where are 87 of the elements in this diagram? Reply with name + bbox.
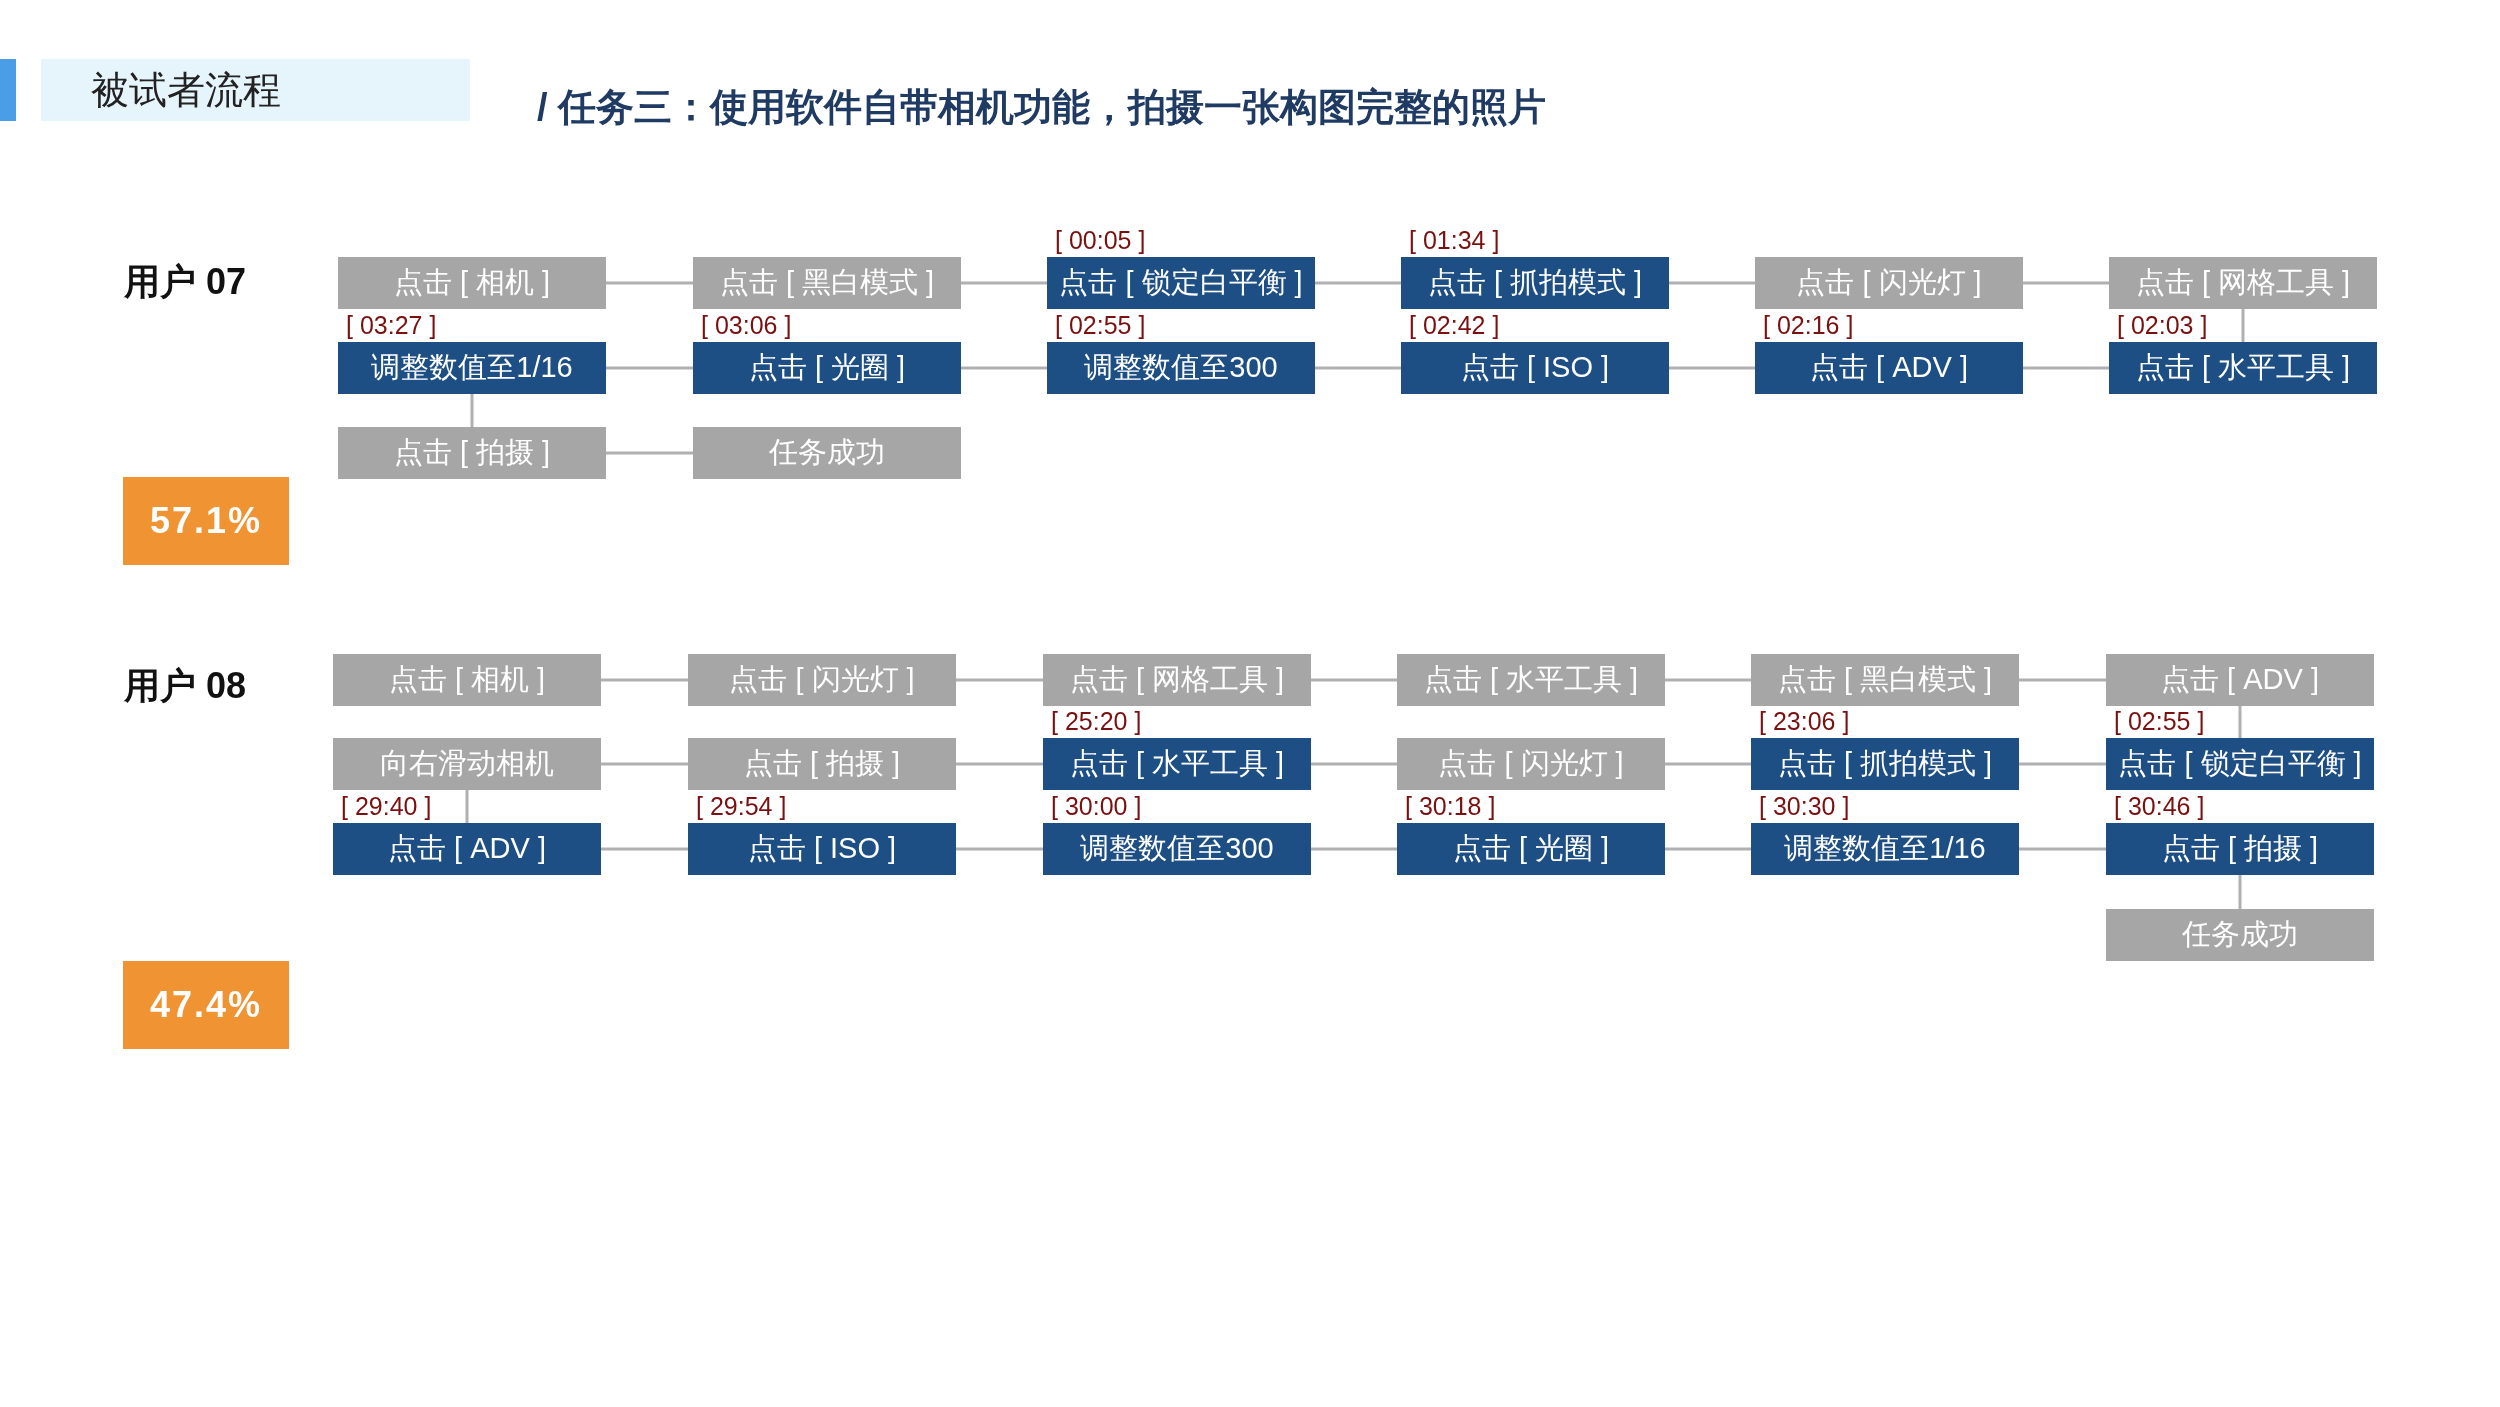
connector-line bbox=[1669, 281, 1755, 285]
step-box: 点击 [ 水平工具 ] bbox=[2109, 342, 2377, 394]
step-box: 点击 [ 抓拍模式 ] bbox=[1751, 738, 2019, 790]
timestamp: [ 23:06 ] bbox=[1759, 707, 1850, 735]
timestamp: [ 02:42 ] bbox=[1409, 311, 1500, 339]
step-box: 调整数值至300 bbox=[1047, 342, 1315, 394]
connector-line bbox=[2019, 847, 2106, 851]
timestamp: [ 30:30 ] bbox=[1759, 792, 1850, 820]
connector-line bbox=[956, 847, 1043, 851]
step-box: 点击 [ 闪光灯 ] bbox=[1397, 738, 1665, 790]
step-box: 任务成功 bbox=[2106, 909, 2374, 961]
connector-line bbox=[1669, 366, 1755, 370]
connector-line bbox=[2238, 706, 2242, 738]
step-box: 点击 [ ADV ] bbox=[1755, 342, 2023, 394]
connector-line bbox=[1665, 678, 1751, 682]
connector-line bbox=[606, 281, 693, 285]
step-box: 点击 [ 相机 ] bbox=[338, 257, 606, 309]
timestamp: [ 29:40 ] bbox=[341, 792, 432, 820]
timestamp: [ 30:18 ] bbox=[1405, 792, 1496, 820]
connector-line bbox=[601, 847, 688, 851]
connector-line bbox=[606, 451, 693, 455]
step-box: 点击 [ ISO ] bbox=[1401, 342, 1669, 394]
connector-line bbox=[601, 762, 688, 766]
step-box: 点击 [ 相机 ] bbox=[333, 654, 601, 706]
connector-line bbox=[2019, 678, 2106, 682]
step-box: 点击 [ 锁定白平衡 ] bbox=[1047, 257, 1315, 309]
step-box: 调整数值至300 bbox=[1043, 823, 1311, 875]
percentage-badge: 47.4% bbox=[123, 961, 289, 1049]
connector-line bbox=[1311, 762, 1397, 766]
timestamp: [ 29:54 ] bbox=[696, 792, 787, 820]
connector-line bbox=[2241, 309, 2245, 342]
connector-line bbox=[2238, 875, 2242, 909]
connector-line bbox=[1311, 847, 1397, 851]
timestamp: [ 25:20 ] bbox=[1051, 707, 1142, 735]
step-box: 点击 [ 水平工具 ] bbox=[1043, 738, 1311, 790]
connector-line bbox=[1315, 281, 1401, 285]
step-box: 点击 [ 网格工具 ] bbox=[1043, 654, 1311, 706]
page-title: / 任务三：使用软件自带相机功能，拍摄一张构图完整的照片 bbox=[537, 85, 1547, 130]
step-box: 点击 [ 黑白模式 ] bbox=[693, 257, 961, 309]
timestamp: [ 03:06 ] bbox=[701, 311, 792, 339]
timestamp: [ 02:03 ] bbox=[2117, 311, 2208, 339]
step-box: 点击 [ 抓拍模式 ] bbox=[1401, 257, 1669, 309]
step-box: 点击 [ 拍摄 ] bbox=[2106, 823, 2374, 875]
connector-line bbox=[465, 790, 469, 823]
step-box: 点击 [ 拍摄 ] bbox=[688, 738, 956, 790]
connector-line bbox=[956, 678, 1043, 682]
connector-line bbox=[2019, 762, 2106, 766]
step-box: 点击 [ 锁定白平衡 ] bbox=[2106, 738, 2374, 790]
connector-line bbox=[2023, 281, 2109, 285]
timestamp: [ 02:16 ] bbox=[1763, 311, 1854, 339]
connector-line bbox=[1665, 847, 1751, 851]
connector-line bbox=[1311, 678, 1397, 682]
step-box: 点击 [ 黑白模式 ] bbox=[1751, 654, 2019, 706]
timestamp: [ 30:00 ] bbox=[1051, 792, 1142, 820]
step-box: 点击 [ 拍摄 ] bbox=[338, 427, 606, 479]
connector-line bbox=[956, 762, 1043, 766]
step-box: 向右滑动相机 bbox=[333, 738, 601, 790]
step-box: 点击 [ ADV ] bbox=[333, 823, 601, 875]
step-box: 点击 [ ADV ] bbox=[2106, 654, 2374, 706]
step-box: 点击 [ 水平工具 ] bbox=[1397, 654, 1665, 706]
connector-line bbox=[961, 281, 1047, 285]
step-box: 点击 [ 网格工具 ] bbox=[2109, 257, 2377, 309]
connector-line bbox=[601, 678, 688, 682]
percentage-badge: 57.1% bbox=[123, 477, 289, 565]
timestamp: [ 03:27 ] bbox=[346, 311, 437, 339]
connector-line bbox=[2023, 366, 2109, 370]
timestamp: [ 01:34 ] bbox=[1409, 226, 1500, 254]
connector-line bbox=[961, 366, 1047, 370]
connector-line bbox=[1665, 762, 1751, 766]
section-header: 被试者流程 bbox=[41, 59, 470, 121]
timestamp: [ 00:05 ] bbox=[1055, 226, 1146, 254]
user-label: 用户 08 bbox=[124, 664, 247, 708]
step-box: 任务成功 bbox=[693, 427, 961, 479]
step-box: 点击 [ ISO ] bbox=[688, 823, 956, 875]
connector-line bbox=[606, 366, 693, 370]
timestamp: [ 02:55 ] bbox=[2114, 707, 2205, 735]
step-box: 点击 [ 光圈 ] bbox=[693, 342, 961, 394]
timestamp: [ 30:46 ] bbox=[2114, 792, 2205, 820]
step-box: 调整数值至1/16 bbox=[1751, 823, 2019, 875]
step-box: 点击 [ 闪光灯 ] bbox=[1755, 257, 2023, 309]
step-box: 点击 [ 闪光灯 ] bbox=[688, 654, 956, 706]
user-label: 用户 07 bbox=[124, 260, 247, 304]
timestamp: [ 02:55 ] bbox=[1055, 311, 1146, 339]
step-box: 点击 [ 光圈 ] bbox=[1397, 823, 1665, 875]
step-box: 调整数值至1/16 bbox=[338, 342, 606, 394]
connector-line bbox=[470, 394, 474, 427]
connector-line bbox=[1315, 366, 1401, 370]
